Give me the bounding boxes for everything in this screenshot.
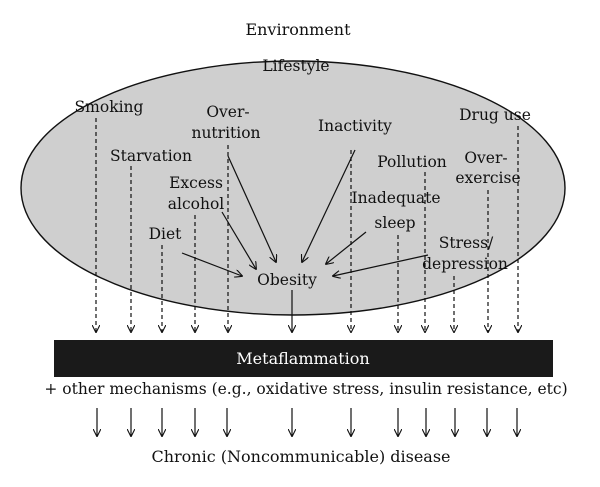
metaflammation-label: Metaflammation bbox=[236, 349, 369, 368]
arrow-alcohol-to-obesity bbox=[221, 211, 256, 269]
metaflammation-bar bbox=[54, 340, 553, 377]
arrow-sleep-to-obesity bbox=[326, 231, 367, 264]
factor-diet: Diet bbox=[149, 225, 183, 243]
environment-label: Environment bbox=[245, 20, 351, 39]
factor-excess-alcohol-line2: alcohol bbox=[168, 195, 225, 213]
factor-smoking: Smoking bbox=[75, 98, 144, 116]
arrow-overnutrition-to-obesity bbox=[227, 155, 276, 262]
lifestyle-label: Lifestyle bbox=[262, 57, 329, 75]
lifestyle-ellipse bbox=[20, 60, 566, 316]
factor-over-nutrition-line2: nutrition bbox=[191, 124, 260, 142]
factor-stress-depression-line1: Stress/ bbox=[439, 234, 494, 252]
arrow-stress-to-obesity bbox=[333, 254, 429, 276]
arrow-inactivity-to-obesity bbox=[302, 149, 356, 262]
factor-excess-alcohol-line1: Excess bbox=[169, 174, 223, 192]
factor-inadequate-sleep-line2: sleep bbox=[374, 214, 415, 232]
obesity-label: Obesity bbox=[257, 271, 317, 289]
factor-over-exercise-line2: exercise bbox=[455, 169, 520, 187]
factor-starvation: Starvation bbox=[110, 147, 192, 165]
factor-pollution: Pollution bbox=[377, 153, 447, 171]
factor-inadequate-sleep-line1: Inadequate bbox=[352, 189, 441, 207]
outcome-label: Chronic (Noncommunicable) disease bbox=[151, 447, 450, 466]
factor-drug-use: Drug use bbox=[459, 106, 531, 124]
other-mechanisms-text: + other mechanisms (e.g., oxidative stre… bbox=[44, 380, 567, 398]
arrow-diet-to-obesity bbox=[181, 252, 242, 276]
factor-inactivity: Inactivity bbox=[318, 117, 392, 135]
factor-stress-depression-line2: depression bbox=[422, 255, 508, 273]
factor-over-exercise-line1: Over- bbox=[464, 149, 507, 167]
factor-over-nutrition-line1: Over- bbox=[206, 103, 249, 121]
